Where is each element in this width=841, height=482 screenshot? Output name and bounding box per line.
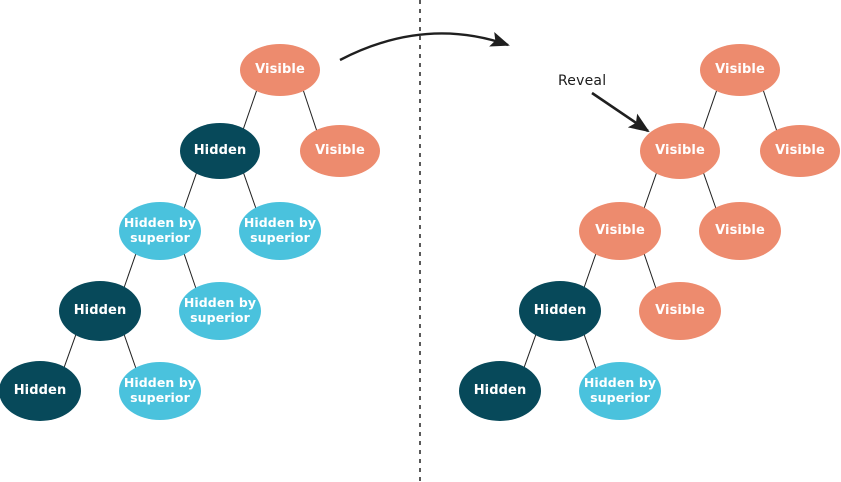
tree-node-visible[interactable]: Visible: [240, 44, 320, 96]
tree-node-hidden[interactable]: Hidden: [180, 123, 260, 179]
tree-node-label: Visible: [255, 62, 305, 78]
tree-node-visible[interactable]: Visible: [760, 125, 840, 177]
tree-node-visible[interactable]: Visible: [700, 44, 780, 96]
tree-edge: [243, 172, 257, 209]
tree-node-label: Hidden: [533, 303, 587, 319]
tree-edge: [643, 172, 657, 209]
tree-node-label: Visible: [655, 143, 705, 159]
tree-edge: [242, 90, 258, 130]
tree-edge: [63, 334, 77, 368]
tree-node-label: Visible: [715, 223, 765, 239]
tree-node-hidden[interactable]: Hidden: [0, 361, 81, 421]
tree-node-label: Visible: [655, 303, 705, 319]
tree-node-label: Hidden: [193, 143, 247, 159]
tree-edge: [523, 334, 537, 368]
tree-edge: [302, 90, 318, 131]
tree-edge: [183, 253, 197, 289]
tree-node-visible[interactable]: Visible: [579, 202, 661, 260]
tree-node-label: Visible: [775, 143, 825, 159]
tree-node-label: Hidden: [473, 383, 527, 399]
transform-curved-arrow: [339, 32, 510, 62]
reveal-annotation-label: Reveal: [558, 73, 607, 89]
tree-edge: [643, 253, 657, 289]
tree-edge: [183, 172, 197, 209]
tree-node-label: Hidden: [13, 383, 67, 399]
tree-node-hidden[interactable]: Hidden: [459, 361, 541, 421]
reveal-pointer-arrow: [591, 91, 650, 133]
tree-node-label: Visible: [315, 143, 365, 159]
tree-node-hidden[interactable]: Hidden: [519, 281, 601, 341]
tree-node-visible[interactable]: Visible: [640, 123, 720, 179]
tree-edge: [762, 90, 778, 131]
tree-node-visible[interactable]: Visible: [699, 202, 781, 260]
tree-edge: [123, 334, 137, 369]
tree-node-label: Visible: [715, 62, 765, 78]
tree-node-visible[interactable]: Visible: [639, 282, 721, 340]
tree-edge: [123, 253, 137, 288]
tree-node-hidden[interactable]: Hidden: [59, 281, 141, 341]
edges-after-tree: [523, 90, 778, 369]
tree-node-label: Visible: [595, 223, 645, 239]
tree-node-label: Hidden: [73, 303, 127, 319]
tree-edge: [583, 334, 597, 369]
tree-edge: [702, 90, 718, 130]
edges-before-tree: [63, 90, 318, 369]
tree-node-visible[interactable]: Visible: [300, 125, 380, 177]
tree-edge: [703, 172, 717, 209]
tree-edge: [583, 253, 597, 288]
